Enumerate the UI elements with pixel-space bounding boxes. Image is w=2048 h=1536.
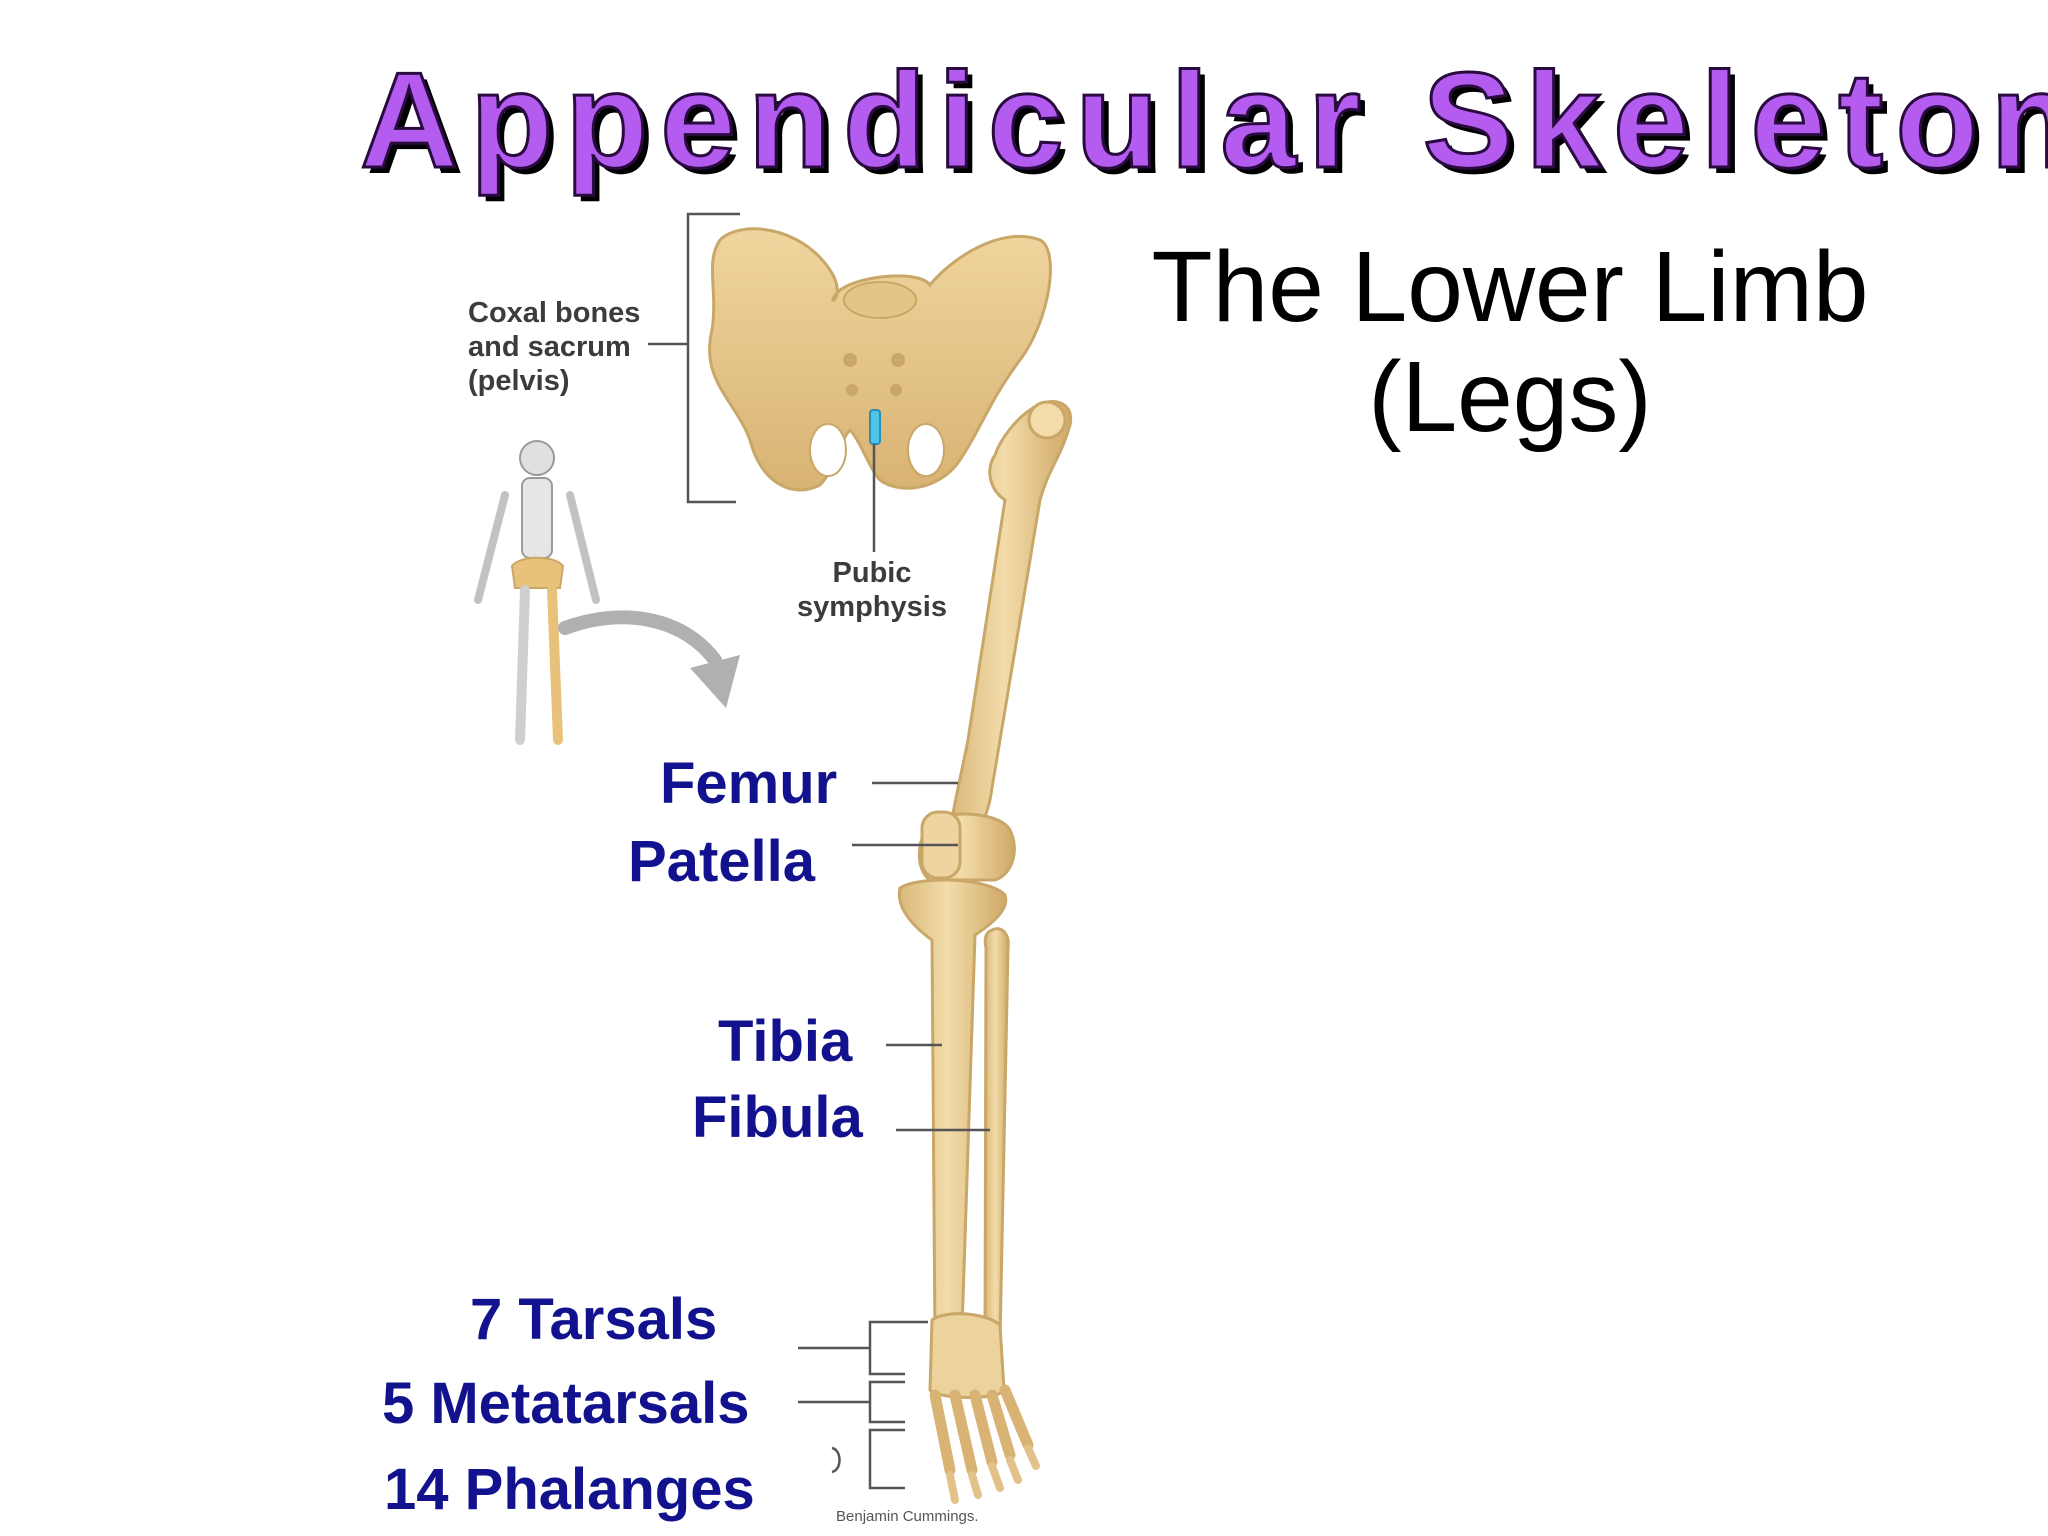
pelvis-label-line-1: Coxal bones [468,297,641,329]
slide-title: Appendicular Skeleton [359,44,2048,196]
inset-arrowhead [690,655,740,708]
tibia-bone [897,878,1008,1348]
skeleton-inset [474,440,600,745]
tarsals-label: 7 Tarsals [470,1287,718,1352]
metatarsals-label: 5 Metatarsals [382,1371,750,1436]
pelvis-bracket [686,212,740,504]
subtitle-line-1: The Lower Limb [1151,231,1869,343]
slide-subtitle: The Lower Limb (Legs) [1060,232,1960,452]
subtitle-line-2: (Legs) [1368,341,1652,453]
image-credit: Benjamin Cummings. [836,1508,979,1525]
inset-arrow [558,610,722,667]
femur-bone [948,400,1073,832]
pelvis-label-line-2: and sacrum [468,331,631,364]
pelvis-label-line-3: (pelvis) [468,365,570,398]
pubic-symphysis-cartilage [869,409,881,445]
pubic-label-line-2: symphysis [797,591,947,624]
pelvis-bone [708,227,1052,492]
pubic-symphysis-label: Pubic symphysis [790,556,954,624]
foot-brackets [798,1320,928,1490]
femur-label: Femur [660,751,838,816]
femur-head [1027,400,1067,440]
patella-label: Patella [628,829,815,894]
tibia-label: Tibia [718,1009,853,1074]
foot-bones [928,1312,1040,1504]
phalanges-label: 14 Phalanges [384,1457,755,1522]
pubic-label-line-1: Pubic [832,557,912,589]
fibula-label: Fibula [692,1085,863,1150]
pelvis-label: Coxal bones and sacrum (pelvis) [468,296,640,399]
fibula-bone [983,927,1010,1342]
